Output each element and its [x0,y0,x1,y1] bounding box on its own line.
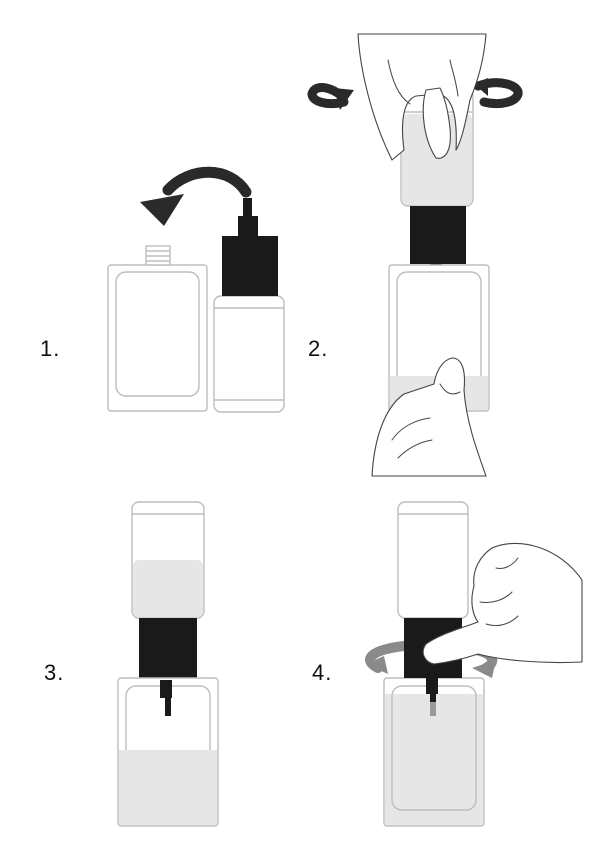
step-2-illustration [307,33,523,477]
top-hand [357,33,487,161]
inverted-refill-bottle-step-4 [397,501,469,619]
rotate-right-arrow-icon [473,78,523,109]
empty-perfume-bottle [107,245,208,412]
rotate-left-arrow-icon [307,83,354,110]
step-1-number: 1. [40,336,61,361]
transfer-arrow-icon [140,166,252,226]
step-4-number: 4. [312,660,333,685]
bottom-hand [371,357,487,477]
step-3-illustration [117,501,219,827]
perfume-bottle-step-3 [117,677,219,827]
step-4-illustration [365,501,583,827]
step-2-number: 2. [308,336,329,361]
refill-bottle [213,198,285,413]
side-hand [422,542,583,665]
step-3-number: 3. [44,660,65,685]
inverted-refill-bottle-step-3 [131,501,205,619]
step-1-illustration [107,166,285,413]
